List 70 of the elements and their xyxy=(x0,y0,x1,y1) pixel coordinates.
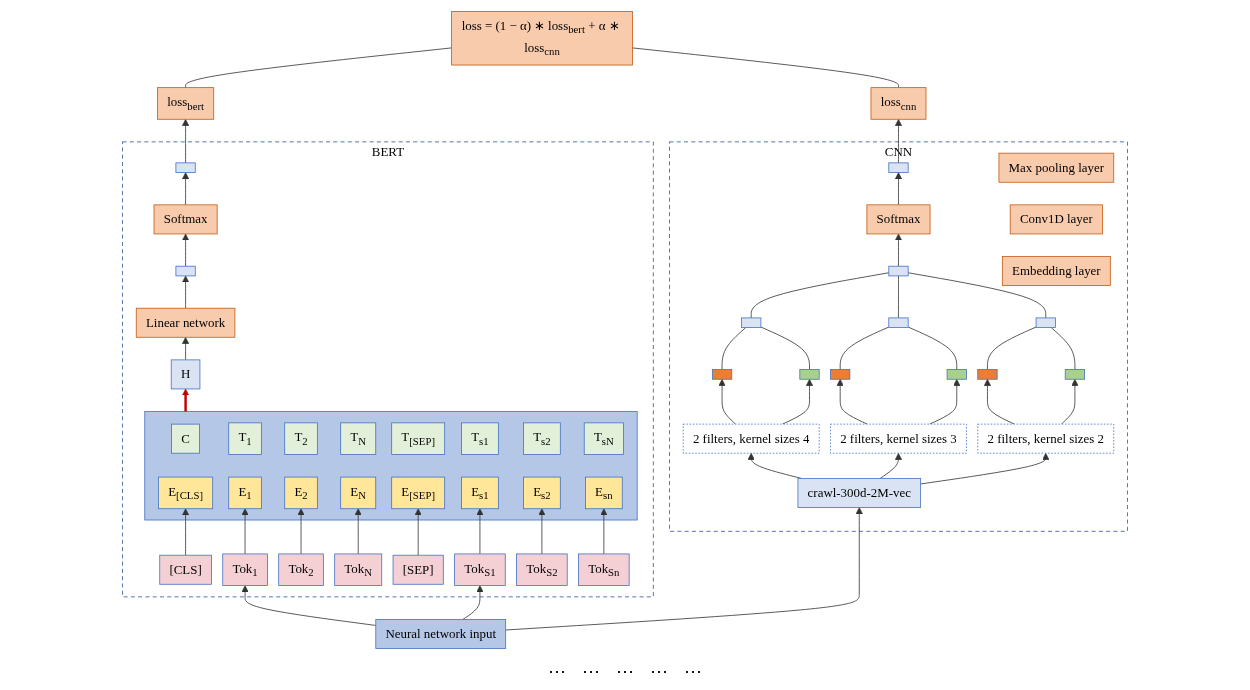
node-box: E$_{[CLS]}$ xyxy=(158,476,214,510)
cluster xyxy=(144,411,638,521)
node-box: loss$_{bert}$ xyxy=(157,87,215,120)
node-box xyxy=(946,369,967,380)
connector xyxy=(760,326,810,370)
node-box: T$_{sN}$ xyxy=(583,422,624,455)
node-box: H xyxy=(170,359,201,390)
node-box xyxy=(175,265,196,277)
node-box: E$_{s1}$ xyxy=(461,476,499,510)
ellipsis-label: ⋯ xyxy=(684,660,702,683)
ellipsis-label: ⋯ xyxy=(548,660,566,683)
node-box xyxy=(175,162,196,173)
node-box: Max pooling layer xyxy=(998,152,1115,183)
node-box: E$_{1}$ xyxy=(228,476,262,510)
node-box: C xyxy=(171,423,200,454)
node-box: E$_{N}$ xyxy=(340,476,377,510)
node-box: Softmax xyxy=(866,204,931,235)
node-box: T$_{2}$ xyxy=(284,422,318,455)
node-box: Tok$_{N}$ xyxy=(334,553,383,586)
node-box: [SEP] xyxy=(392,554,444,585)
node-box: E$_{2}$ xyxy=(284,476,318,510)
connector xyxy=(987,326,1037,370)
node-box xyxy=(888,162,909,173)
node-box: Tok$_{1}$ xyxy=(222,553,268,586)
connector xyxy=(632,47,899,89)
node-box: Linear network xyxy=(135,307,236,338)
node-box xyxy=(1064,369,1085,380)
arrow xyxy=(182,388,190,412)
node-box xyxy=(888,265,909,277)
node-box: E$_{sn}$ xyxy=(585,476,623,510)
node-box: E$_{s2}$ xyxy=(523,476,561,510)
node-box: crawl-300d-2M-vec xyxy=(797,477,922,508)
node-box: E$_{[SEP]}$ xyxy=(391,476,446,510)
connector xyxy=(1050,327,1076,370)
connector xyxy=(907,272,1047,319)
node-box xyxy=(830,369,851,380)
node-box xyxy=(888,317,909,328)
node-box: Tok$_{S2}$ xyxy=(516,553,568,586)
node-box: T$_{s1}$ xyxy=(461,422,499,455)
node-box xyxy=(799,369,820,380)
node-box: Conv1D layer xyxy=(1009,204,1103,235)
node-box: Tok$_{2}$ xyxy=(278,553,324,586)
node-box: 2 filters, kernel sizes 4 xyxy=(682,423,820,454)
connector xyxy=(907,326,958,370)
connector xyxy=(750,272,890,319)
node-box: Softmax xyxy=(153,204,218,235)
node-box: T$_{s2}$ xyxy=(523,422,561,455)
node-box xyxy=(711,369,733,380)
node-box: [CLS] xyxy=(159,554,212,585)
node-box: 2 filters, kernel sizes 2 xyxy=(977,423,1115,454)
node-box xyxy=(1035,317,1056,328)
node-box: Tok$_{Sn}$ xyxy=(578,553,630,586)
node-box: Embedding layer xyxy=(1001,256,1111,286)
connector xyxy=(185,47,452,89)
node-box xyxy=(741,317,762,328)
node-box: T$_{[SEP]}$ xyxy=(391,422,446,455)
connector xyxy=(839,326,890,370)
connector xyxy=(898,275,899,319)
ellipsis-label: ⋯ xyxy=(650,660,668,683)
ellipsis-label: ⋯ xyxy=(582,660,600,683)
node-box xyxy=(977,369,998,380)
node-box: Neural network input xyxy=(375,619,507,649)
node-box: T$_{N}$ xyxy=(340,422,377,455)
connector xyxy=(721,327,747,370)
node-box: Tok$_{S1}$ xyxy=(454,553,506,586)
node-box: 2 filters, kernel sizes 3 xyxy=(830,423,967,454)
node-box: loss$_{cnn}$ xyxy=(870,87,927,120)
node-box: T$_{1}$ xyxy=(228,422,262,455)
node-box: loss = (1 − α) ∗ loss$_{bert}$ + α ∗ loss$_{cnn}$ xyxy=(451,11,633,66)
ellipsis-label: ⋯ xyxy=(616,660,634,683)
